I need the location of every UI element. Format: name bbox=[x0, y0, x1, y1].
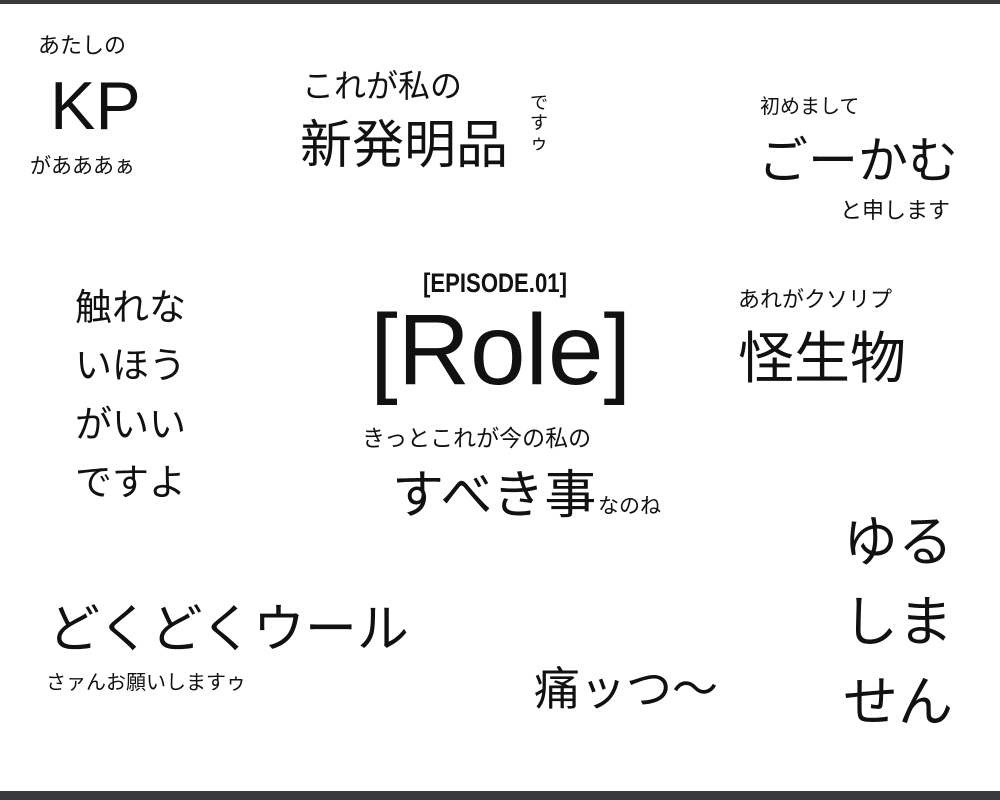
invention-side-char: す bbox=[530, 113, 548, 135]
episode-subtitle-line2-suffix: なのね bbox=[598, 494, 661, 518]
invention-title: 新発明品 bbox=[300, 116, 509, 176]
doku-caption: さァんお願いしますゥ bbox=[46, 670, 246, 694]
no-forgive-line: せん bbox=[843, 669, 954, 734]
bottom-frame-bar bbox=[0, 791, 1000, 800]
dont-touch-text: 触れな いほう がいい ですよ bbox=[75, 279, 186, 513]
episode-subtitle-line1: きっとこれが今の私の bbox=[362, 426, 592, 452]
episode-label: [EPISODE.01] bbox=[423, 268, 567, 298]
top-frame-bar bbox=[0, 0, 1000, 4]
dont-touch-line: いほう bbox=[75, 344, 186, 388]
dont-touch-line: 触れな bbox=[75, 286, 186, 329]
pain-text: 痛ッつ〜 bbox=[534, 662, 718, 716]
invention-caption-top: これが私の bbox=[302, 67, 463, 105]
no-forgive-text: ゆる しま せん bbox=[843, 503, 953, 742]
no-forgive-line: しま bbox=[843, 589, 954, 654]
dont-touch-line: がいい bbox=[75, 402, 186, 446]
kp-title: KP bbox=[50, 68, 141, 144]
kp-caption-bottom: があああぁ bbox=[30, 154, 135, 178]
invention-side-char: で bbox=[530, 93, 548, 114]
monster-caption-top: あれがクソリプ bbox=[738, 288, 893, 313]
dont-touch-line: ですよ bbox=[75, 461, 186, 505]
intro-caption-bottom: と申します bbox=[840, 199, 951, 224]
monster-title: 怪生物 bbox=[738, 327, 906, 392]
intro-name: ごーかむ bbox=[758, 132, 958, 190]
kp-caption-top: あたしの bbox=[38, 34, 127, 59]
intro-caption-top: 初めまして bbox=[760, 94, 860, 118]
episode-subtitle-line2: すべき事 bbox=[392, 466, 597, 526]
doku-title: どくどくウール bbox=[48, 600, 409, 660]
no-forgive-line: ゆる bbox=[843, 510, 954, 574]
invention-side-char: ゥ bbox=[530, 133, 548, 155]
invention-side-text: で す ゥ bbox=[530, 93, 548, 155]
episode-title: [Role] bbox=[370, 294, 632, 406]
